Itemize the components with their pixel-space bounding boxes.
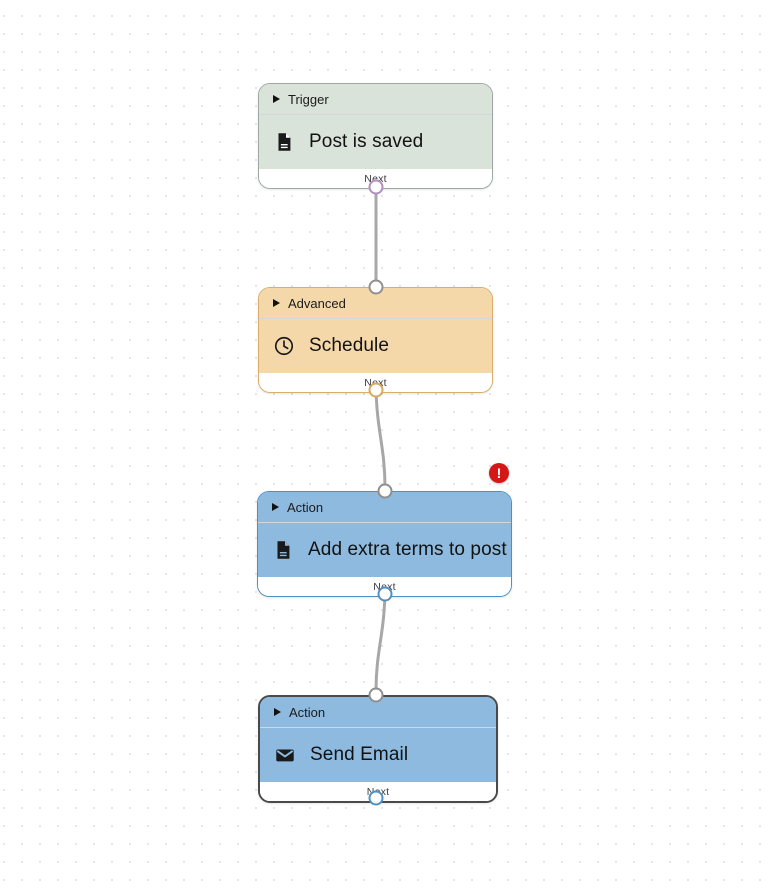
edge-advanced-to-action-terms [374, 380, 387, 490]
node-title: Send Email [310, 744, 409, 765]
clock-icon [274, 336, 294, 356]
port-out-action-terms[interactable] [377, 586, 393, 602]
port-in-action-terms[interactable] [377, 483, 393, 499]
envelope-icon [276, 749, 294, 762]
node-divider [259, 114, 492, 115]
node-kind-label: Advanced [288, 295, 346, 311]
port-out-send-email[interactable] [368, 790, 384, 806]
node-divider [259, 318, 492, 319]
node-body[interactable]: Send Email [260, 728, 496, 782]
port-in-send-email[interactable] [368, 687, 384, 703]
node-kind-label: Trigger [288, 91, 329, 107]
node-body[interactable]: Add extra terms to post [258, 523, 511, 577]
node-body[interactable]: Post is saved [259, 115, 492, 169]
node-title: Add extra terms to post [308, 539, 507, 560]
node-action-add-extra-terms-to-post[interactable]: Action Add extra terms to post Next [257, 491, 512, 597]
node-kind-label: Action [289, 704, 326, 720]
node-title: Post is saved [309, 131, 424, 152]
error-badge[interactable]: ! [489, 463, 509, 483]
node-advanced-schedule[interactable]: Advanced Schedule Next [258, 287, 493, 393]
document-icon [278, 133, 291, 151]
document-icon [277, 541, 290, 559]
node-trigger-post-is-saved[interactable]: Trigger Post is saved Next [258, 83, 493, 189]
chevron-right-icon[interactable] [273, 95, 280, 103]
node-kind-label: Action [287, 499, 324, 515]
chevron-right-icon[interactable] [273, 299, 280, 307]
node-body[interactable]: Schedule [259, 319, 492, 373]
node-action-send-email[interactable]: Action Send Email Next [258, 695, 498, 803]
edge-action-terms-to-send-email [374, 584, 387, 693]
node-divider [258, 522, 511, 523]
chevron-right-icon[interactable] [274, 708, 281, 716]
exclamation-icon: ! [496, 464, 502, 481]
node-divider [260, 727, 496, 728]
port-out-trigger[interactable] [368, 179, 384, 195]
port-in-advanced[interactable] [368, 279, 384, 295]
chevron-right-icon[interactable] [272, 503, 279, 511]
node-header[interactable]: Trigger [259, 84, 492, 114]
node-title: Schedule [309, 335, 390, 356]
port-out-advanced[interactable] [368, 382, 384, 398]
